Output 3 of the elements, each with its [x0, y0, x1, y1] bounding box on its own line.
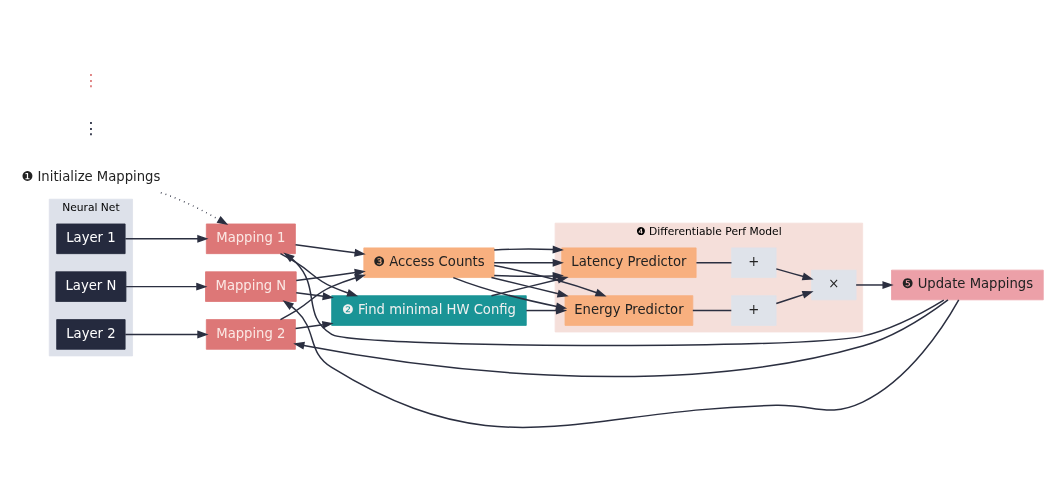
node-text: ❶ Initialize Mappings	[21, 168, 161, 184]
label: ⋮	[82, 118, 100, 138]
label: ⋮	[82, 70, 100, 90]
